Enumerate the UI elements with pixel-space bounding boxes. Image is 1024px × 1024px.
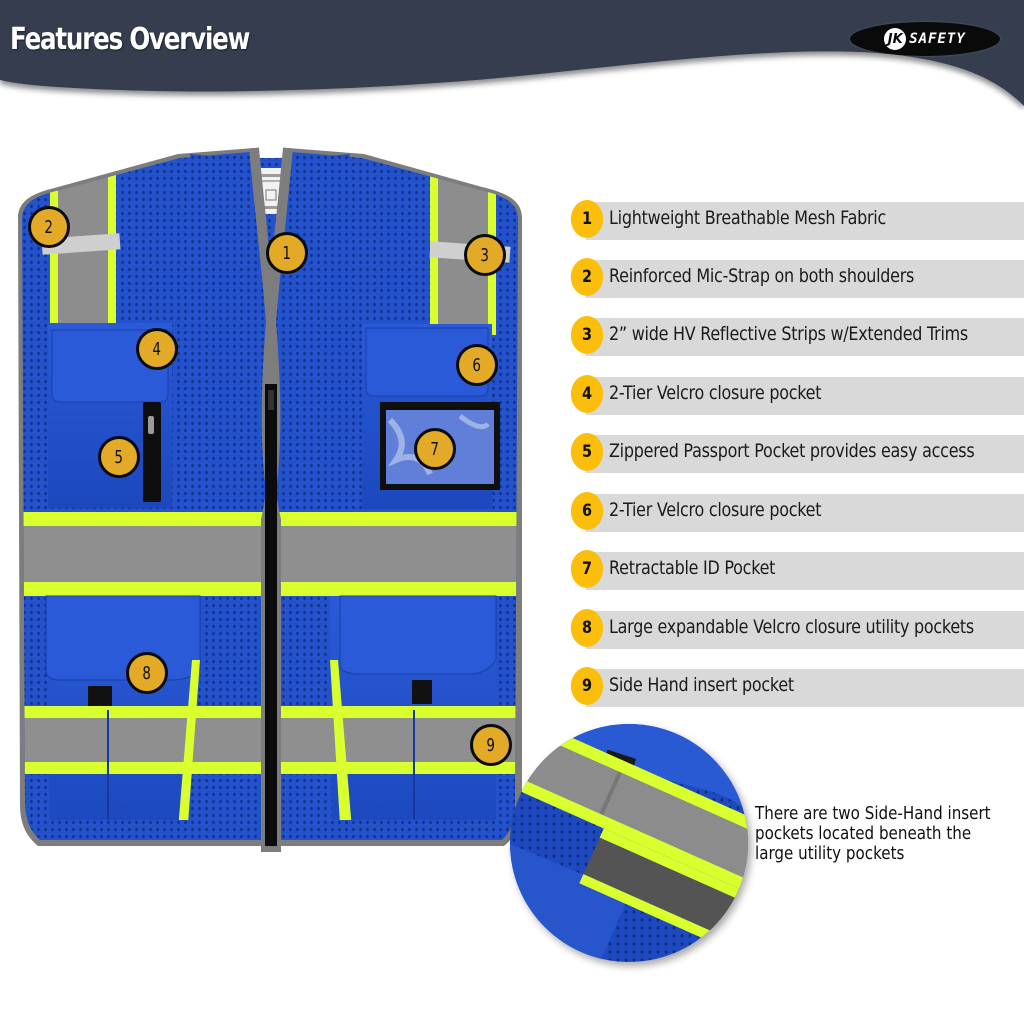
- feature-bar: [586, 669, 1024, 707]
- feature-bar: [586, 435, 1024, 473]
- vest-marker-7[interactable]: 7: [414, 428, 456, 470]
- feature-item-9: 9 Side Hand insert pocket: [568, 667, 1024, 707]
- feature-item-5: 5 Zippered Passport Pocket provides easy…: [568, 433, 1024, 473]
- feature-label: Reinforced Mic-Strap on both shoulders: [609, 265, 915, 287]
- brand-logo: JK SAFETY: [850, 22, 1000, 56]
- feature-label: 2-Tier Velcro closure pocket: [609, 382, 822, 404]
- feature-number-badge: 4: [570, 375, 604, 413]
- vest-marker-1[interactable]: 1: [266, 232, 308, 274]
- feature-number-badge: 7: [570, 550, 604, 588]
- feature-label: Lightweight Breathable Mesh Fabric: [609, 207, 887, 229]
- feature-number-badge: 3: [570, 316, 604, 354]
- page-title: Features Overview: [10, 22, 250, 57]
- feature-bar: [586, 318, 1024, 356]
- vest-marker-6[interactable]: 6: [456, 344, 498, 386]
- brand-mark-icon: JK: [884, 28, 907, 50]
- feature-bar: [586, 611, 1024, 649]
- feature-number-badge: 8: [570, 609, 604, 647]
- feature-number-badge: 6: [570, 492, 604, 530]
- vest-marker-3[interactable]: 3: [464, 234, 506, 276]
- feature-label: 2-Tier Velcro closure pocket: [609, 499, 822, 521]
- inset-caption-line-2: pockets located beneath the: [755, 823, 972, 844]
- feature-number-badge: 9: [570, 667, 604, 705]
- feature-number-badge: 5: [570, 433, 604, 471]
- feature-item-3: 3 2” wide HV Reflective Strips w/Extende…: [568, 316, 1024, 356]
- feature-label: 2” wide HV Reflective Strips w/Extended …: [609, 323, 969, 345]
- inset-caption-line-1: There are two Side-Hand insert: [755, 803, 991, 824]
- vest-marker-8[interactable]: 8: [126, 652, 168, 694]
- feature-item-7: 7 Retractable ID Pocket: [568, 550, 1024, 590]
- feature-bar: [586, 494, 1024, 532]
- feature-item-4: 4 2-Tier Velcro closure pocket: [568, 375, 1024, 415]
- side-pocket-detail-inset: [510, 724, 748, 962]
- side-pocket-closeup-image: [510, 724, 748, 962]
- feature-number-badge: 2: [570, 258, 604, 296]
- feature-label: Retractable ID Pocket: [609, 557, 776, 579]
- vest-marker-9[interactable]: 9: [470, 724, 512, 766]
- brand-name: SAFETY: [909, 31, 966, 47]
- inset-caption-line-3: large utility pockets: [755, 843, 905, 864]
- feature-item-1: 1 Lightweight Breathable Mesh Fabric: [568, 200, 1024, 240]
- header-band: [0, 0, 1024, 106]
- feature-item-6: 6 2-Tier Velcro closure pocket: [568, 492, 1024, 532]
- feature-item-8: 8 Large expandable Velcro closure utilit…: [568, 609, 1024, 649]
- feature-label: Large expandable Velcro closure utility …: [609, 616, 974, 638]
- vest-marker-4[interactable]: 4: [136, 328, 178, 370]
- vest-illustration: 1 2 3 4 5 6 7 8 9: [0, 140, 540, 880]
- feature-number-badge: 1: [570, 200, 604, 238]
- inset-caption: There are two Side-Hand insert pockets l…: [755, 803, 991, 864]
- feature-label: Side Hand insert pocket: [609, 674, 794, 696]
- vest-marker-2[interactable]: 2: [28, 206, 70, 248]
- feature-bar: [586, 260, 1024, 298]
- feature-bar: [586, 552, 1024, 590]
- feature-label: Zippered Passport Pocket provides easy a…: [609, 440, 975, 462]
- feature-bar: [586, 202, 1024, 240]
- vest-image: [18, 147, 522, 852]
- vest-marker-5[interactable]: 5: [98, 436, 140, 478]
- feature-bar: [586, 377, 1024, 415]
- feature-item-2: 2 Reinforced Mic-Strap on both shoulders: [568, 258, 1024, 298]
